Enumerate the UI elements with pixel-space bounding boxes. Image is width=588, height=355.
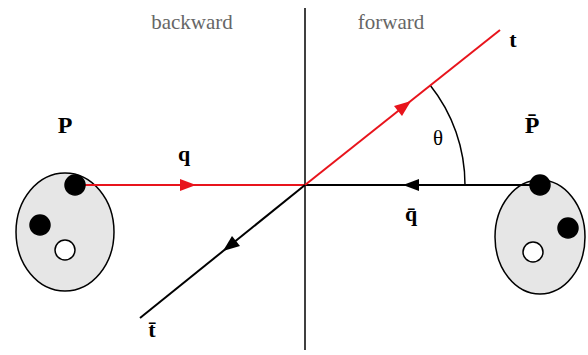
angle-arc bbox=[430, 85, 465, 185]
hadron-body bbox=[495, 180, 585, 294]
hadron-ellipse: P bbox=[15, 172, 115, 292]
arrowhead bbox=[394, 101, 411, 116]
hadron-label: P̄ bbox=[525, 113, 540, 137]
antiquark-label: q̄ bbox=[405, 203, 417, 225]
arrowhead bbox=[403, 179, 419, 191]
hadron-body bbox=[16, 173, 114, 291]
angle-label: θ bbox=[433, 128, 443, 149]
ellipse-outline bbox=[494, 179, 586, 295]
quark-line bbox=[115, 184, 305, 186]
top-line bbox=[305, 30, 500, 185]
top-label: t bbox=[509, 29, 516, 51]
arrowhead bbox=[223, 236, 240, 251]
quark-dot bbox=[523, 242, 543, 262]
antiquark-line bbox=[305, 184, 494, 186]
hadron-ellipse: P̄ bbox=[494, 179, 586, 295]
ellipse-outline bbox=[15, 172, 115, 292]
quark-dot bbox=[30, 215, 50, 235]
quark-dot bbox=[65, 175, 85, 195]
divider-line bbox=[304, 8, 306, 350]
quark-dot bbox=[530, 175, 550, 195]
quark-label: q bbox=[178, 143, 190, 165]
region-label: backward bbox=[151, 12, 233, 33]
quark-dot bbox=[55, 240, 75, 260]
antitop-line bbox=[140, 185, 305, 318]
hadron-label: P bbox=[58, 113, 73, 137]
antitop-label: t̄ bbox=[148, 319, 155, 341]
quark-dot bbox=[558, 218, 578, 238]
region-label: forward bbox=[358, 12, 424, 33]
arrowhead bbox=[180, 179, 196, 191]
